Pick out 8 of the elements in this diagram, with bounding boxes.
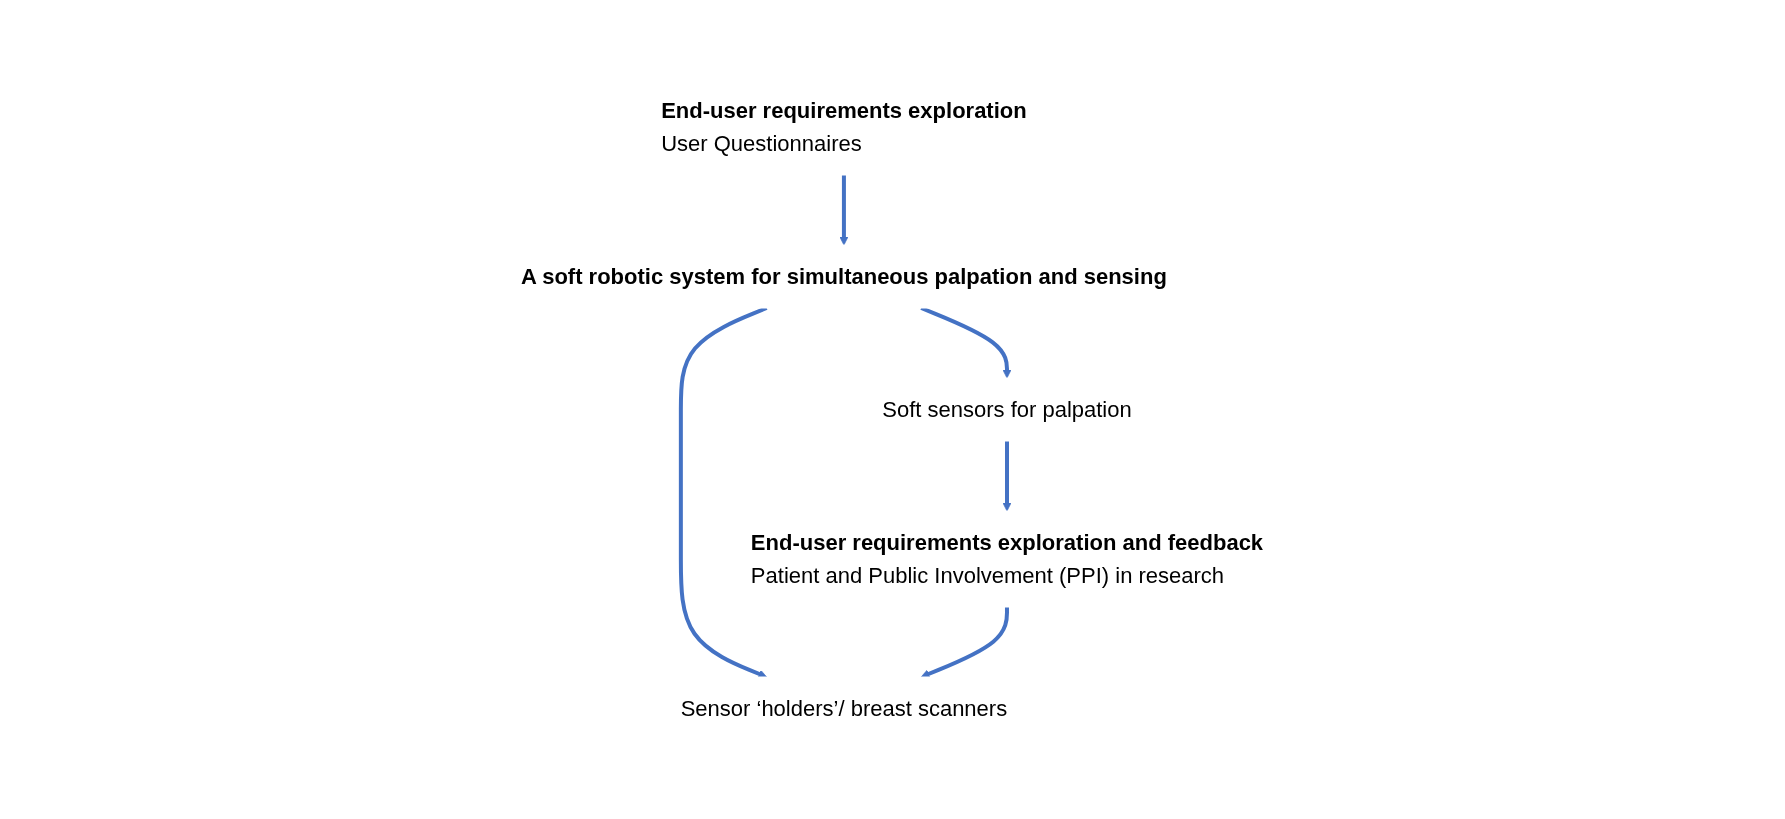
node-text: A soft robotic system for simultaneous palpation and sensing: [521, 264, 1168, 289]
node-text: End-user requirements exploration User Questionnaires: [661, 98, 1028, 156]
node-text: Soft sensors for palpation: [882, 397, 1133, 422]
node-text: End-user requirements exploration and feedback Patient and Public Involvement (PPI) in research: [751, 530, 1264, 588]
arrow: [1003, 441, 1012, 512]
node-text: Sensor ‘holders’/ breast scanners: [681, 696, 1008, 721]
arrow: [839, 175, 849, 246]
arrow: [921, 607, 1010, 679]
